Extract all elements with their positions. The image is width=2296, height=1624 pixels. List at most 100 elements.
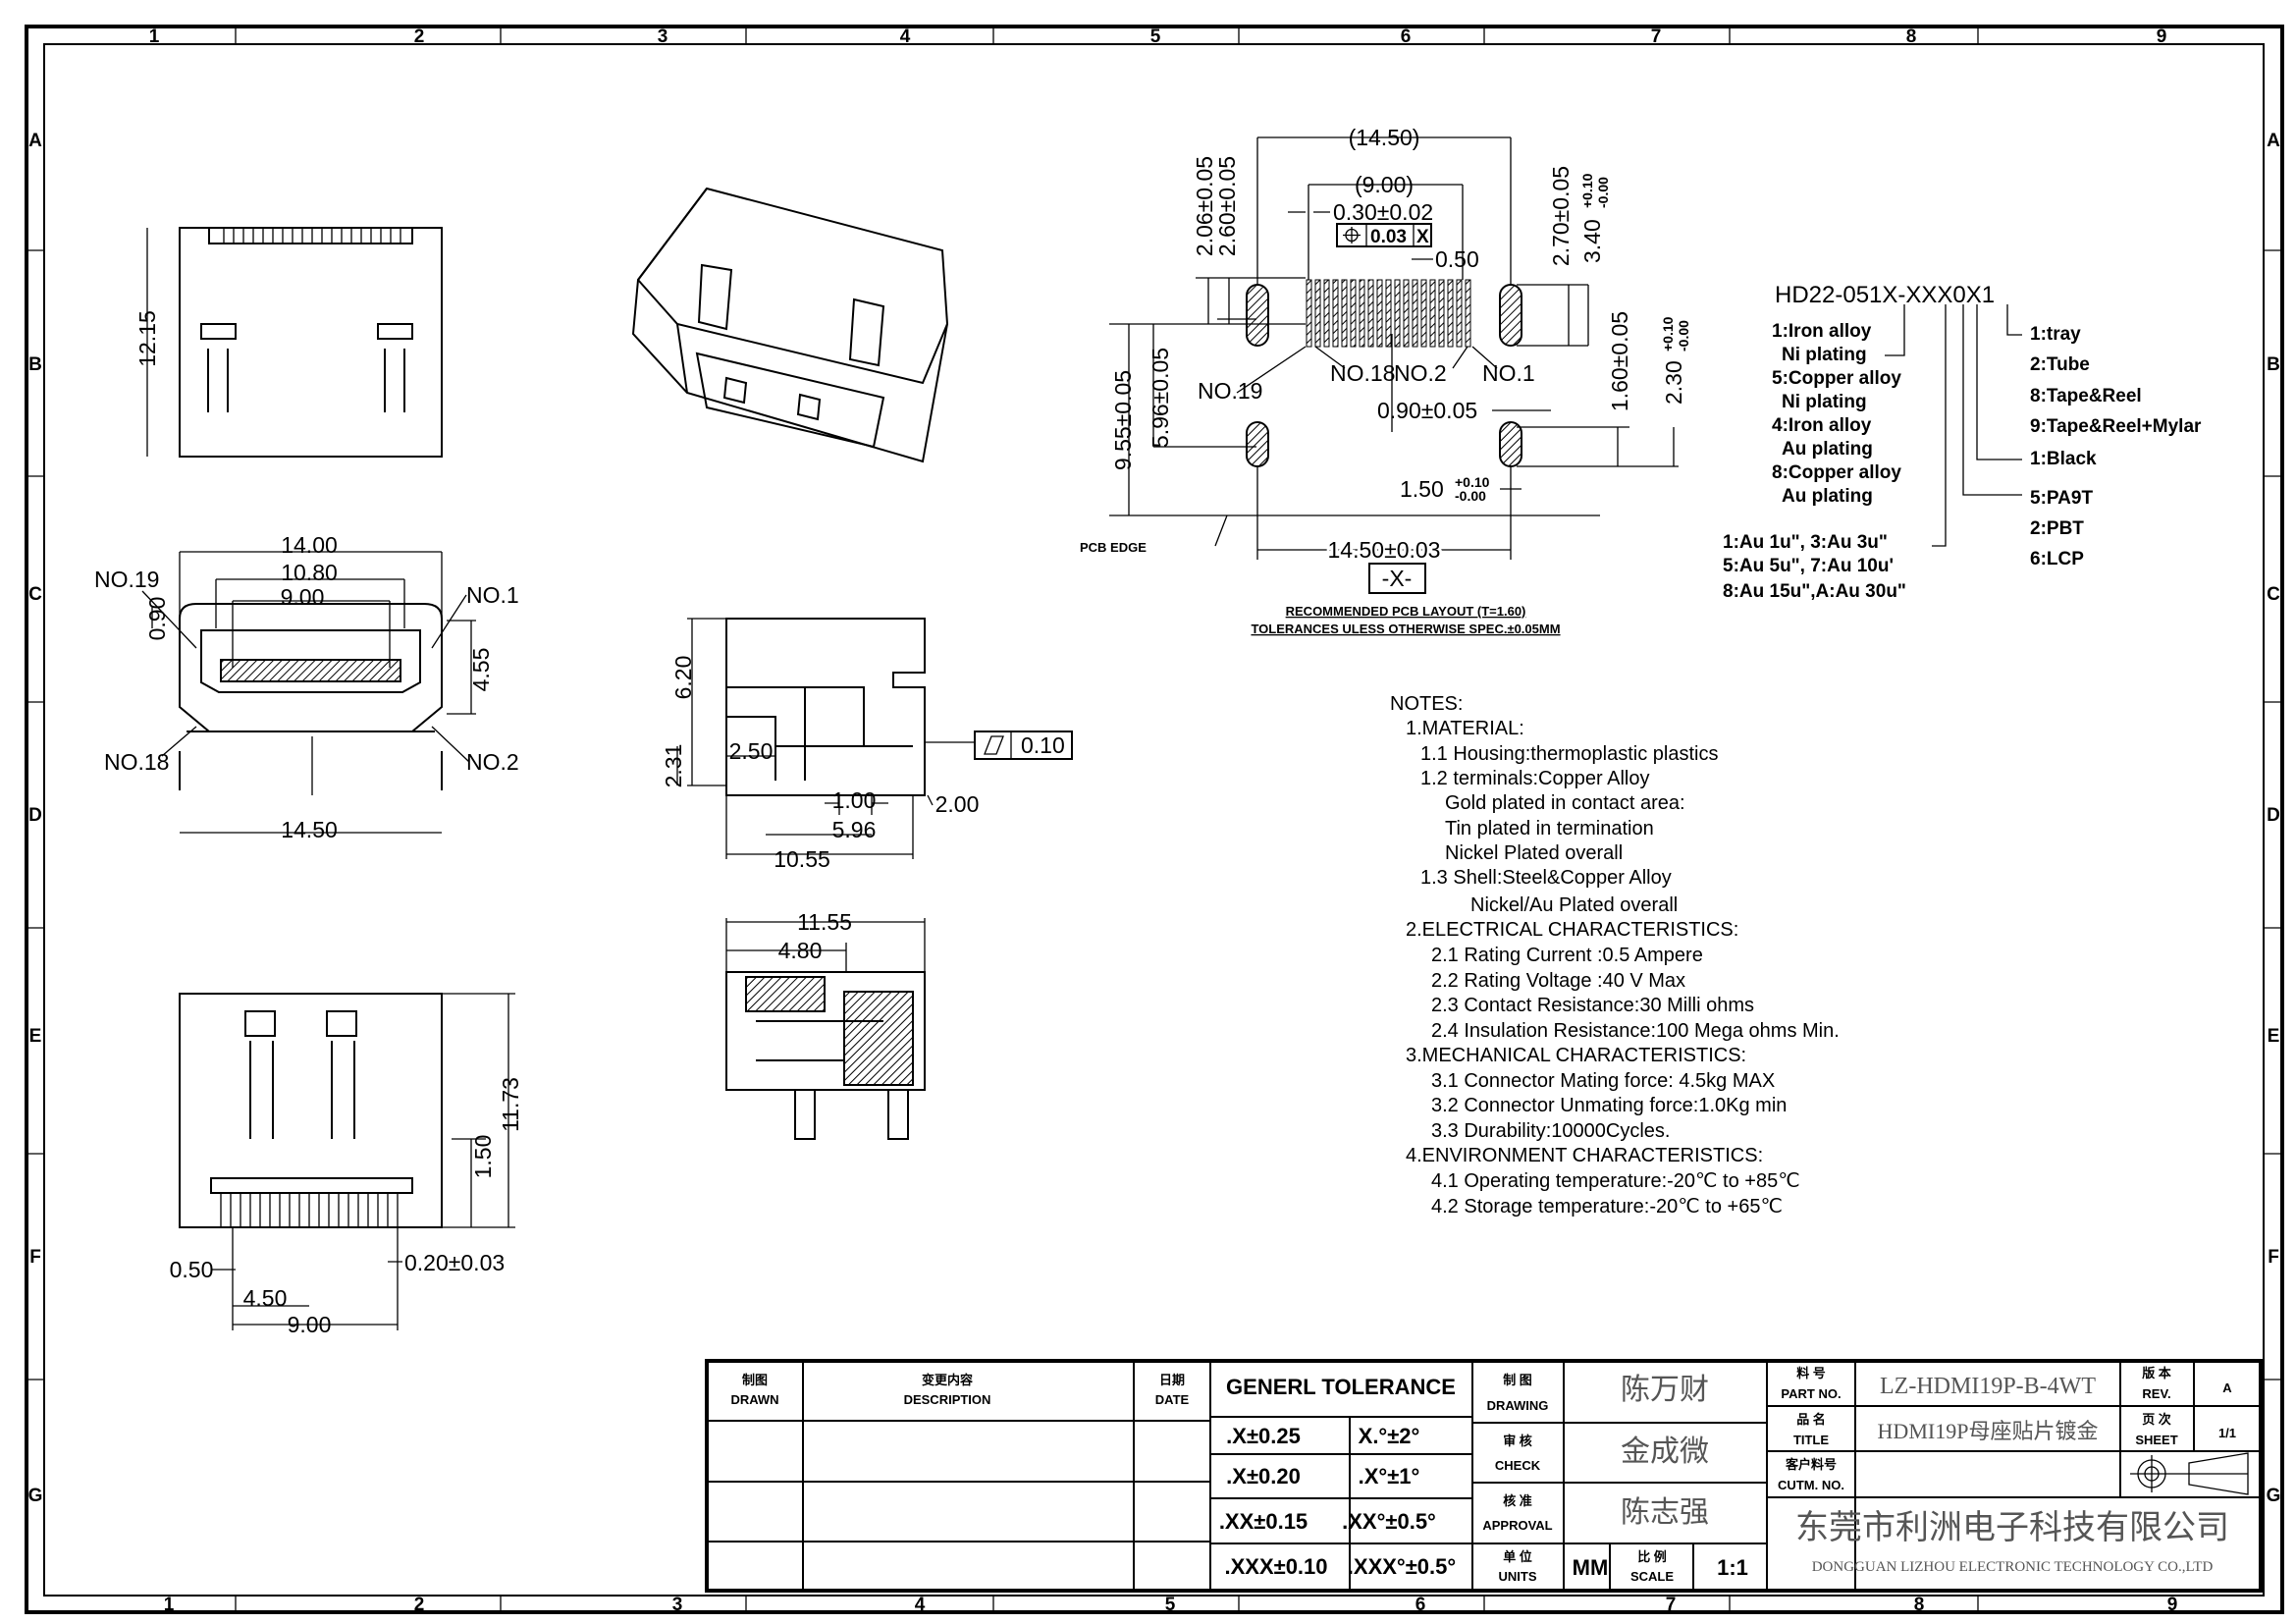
title-value: HDMI19P母座贴片镀金 [1878,1419,2099,1443]
check-name: 金成微 [1621,1435,1709,1468]
pcb-edge-label: PCB EDGE [1080,540,1147,555]
dim-10-80: 10.80 [281,560,338,585]
title-label-cn: 品 名 [1796,1412,1826,1427]
pcb-tolerance-note: TOLERANCES ULESS OTHERWISE SPEC.±0.05MM [1251,622,1560,636]
dim-11-55: 11.55 [797,909,852,935]
dim-14-00: 14.00 [281,532,338,558]
zone-col-3: 3 [658,27,668,47]
zone-row-b-right: B [2267,354,2280,375]
dim-2-06: 2.06±0.05 [1192,156,1217,256]
date-label-cn: 日期 [1159,1373,1185,1387]
check-label: CHECK [1495,1458,1541,1473]
plating-option: 8:Au 15u",A:Au 30u" [1723,581,1906,602]
plating-option: 1:Au 1u", 3:Au 3u" [1723,532,1888,553]
zone-col-3-bottom: 3 [672,1595,683,1615]
zone-row-e: E [29,1026,42,1047]
note-line: 1.MATERIAL: [1406,718,1524,739]
shell-option: 8:Copper alloy [1772,462,1901,483]
note-line: 3.2 Connector Unmating force:1.0Kg min [1431,1095,1787,1116]
note-line: 1.3 Shell:Steel&Copper Alloy [1420,867,1672,889]
dim-pin-span-ref: (9.00) [1355,172,1414,197]
sheet-label-cn: 页 次 [2142,1412,2171,1427]
dim-1-00: 1.00 [832,787,877,813]
date-label: DATE [1155,1392,1190,1407]
tolerance-linear: .XX±0.15 [1219,1509,1308,1534]
dim-pitch: 0.50 [1435,246,1479,272]
tolerance-linear: .XXX±0.10 [1224,1554,1327,1579]
company-name-cn: 东莞市利洲电子科技有限公司 [1795,1509,2229,1546]
drawing-name: 陈万财 [1621,1374,1709,1406]
scale-label: SCALE [1630,1569,1674,1584]
third-angle-projection-icon [2130,1452,2249,1495]
zone-col-5-bottom: 5 [1165,1595,1176,1615]
dim-1-60: 1.60±0.05 [1607,311,1632,411]
note-line: 4.2 Storage temperature:-20℃ to +65℃ [1431,1196,1783,1218]
note-line: Gold plated in contact area: [1445,792,1685,814]
zone-row-g: G [28,1486,43,1506]
note-line: 3.MECHANICAL CHARACTERISTICS: [1406,1045,1746,1066]
units-value: MM [1573,1555,1609,1580]
dim-9-55: 9.55±0.05 [1110,370,1136,470]
shell-option: 5:Copper alloy [1772,368,1901,389]
zone-row-b: B [28,354,42,375]
note-line: 4.ENVIRONMENT CHARACTERISTICS: [1406,1145,1763,1166]
top-view: 12.15 [134,227,443,458]
shell-option: Ni plating [1782,392,1867,412]
zone-col-9-bottom: 9 [2167,1595,2178,1615]
drawing-label: DRAWING [1487,1398,1549,1413]
dim-0-90: 0.90 [144,597,170,641]
zone-col-1-bottom: 1 [164,1595,175,1615]
color-option: 1:Black [2030,449,2097,469]
pin-label-2: NO.2 [466,749,519,775]
zone-col-7: 7 [1651,27,1662,47]
notes-heading: NOTES: [1390,693,1463,715]
title-block: 制图 DRAWN 变更内容 DESCRIPTION 日期 DATE GENERL… [705,1359,2263,1593]
dim-2-30-tol-minus: -0.00 [1676,320,1691,352]
zone-row-c-right: C [2267,584,2280,605]
dim-14-50: 14.50±0.03 [1328,537,1441,563]
tolerance-linear: .X±0.20 [1226,1464,1301,1489]
note-line: 3.3 Durability:10000Cycles. [1431,1120,1670,1142]
units-label: UNITS [1499,1569,1537,1584]
units-label-cn: 单 位 [1503,1549,1532,1564]
note-line: 4.1 Operating temperature:-20℃ to +85℃ [1431,1170,1800,1192]
isometric-view [631,187,949,463]
sheet-frame: 1 2 3 4 5 6 7 8 9 1 2 3 4 5 6 7 8 9 A B … [25,25,2284,1615]
zone-col-4-bottom: 4 [915,1595,926,1615]
material-option: 2:PBT [2030,518,2084,539]
rev-label-cn: 版 本 [2142,1366,2171,1380]
dim-0-90: 0.90±0.05 [1377,398,1477,423]
check-label-cn: 审 核 [1503,1434,1532,1448]
shell-option: Au plating [1782,486,1873,507]
zone-row-f: F [29,1247,41,1268]
zone-col-9: 9 [2157,27,2167,47]
dim-2-60: 2.60±0.05 [1214,156,1240,256]
packing-option: 8:Tape&Reel [2030,386,2142,406]
tolerance-angular: .XX°±0.5° [1342,1509,1436,1534]
zone-col-5: 5 [1150,27,1161,47]
zone-row-d: D [28,805,42,826]
pin-label-18: NO.18 [104,749,169,775]
cust-no-label-cn: 客户料号 [1786,1457,1837,1472]
datum-x: -X- [1382,566,1413,591]
tolerance-linear: .X±0.25 [1226,1424,1301,1448]
dim-1-50: 1.50 [470,1135,496,1179]
note-line: Tin plated in termination [1445,818,1654,839]
zone-col-6-bottom: 6 [1415,1595,1426,1615]
zone-col-1: 1 [149,27,160,47]
plating-option: 5:Au 5u", 7:Au 10u' [1723,556,1894,576]
packing-option: 2:Tube [2030,354,2090,375]
zone-col-8: 8 [1906,27,1917,47]
note-line: 2.1 Rating Current :0.5 Ampere [1431,945,1703,966]
dim-2-00: 2.00 [935,791,980,817]
zone-row-a-right: A [2267,131,2280,151]
shell-option: 4:Iron alloy [1772,415,1872,436]
pin-label-19: NO.19 [94,567,159,592]
dim-0-20: 0.20±0.03 [404,1250,505,1275]
approval-label-cn: 核 准 [1503,1493,1532,1508]
dim-5-96: 5.96 [832,817,877,842]
dim-10-55: 10.55 [774,846,830,872]
drawing-label-cn: 制 图 [1503,1373,1532,1387]
dim-2-31: 2.31 [661,744,686,788]
